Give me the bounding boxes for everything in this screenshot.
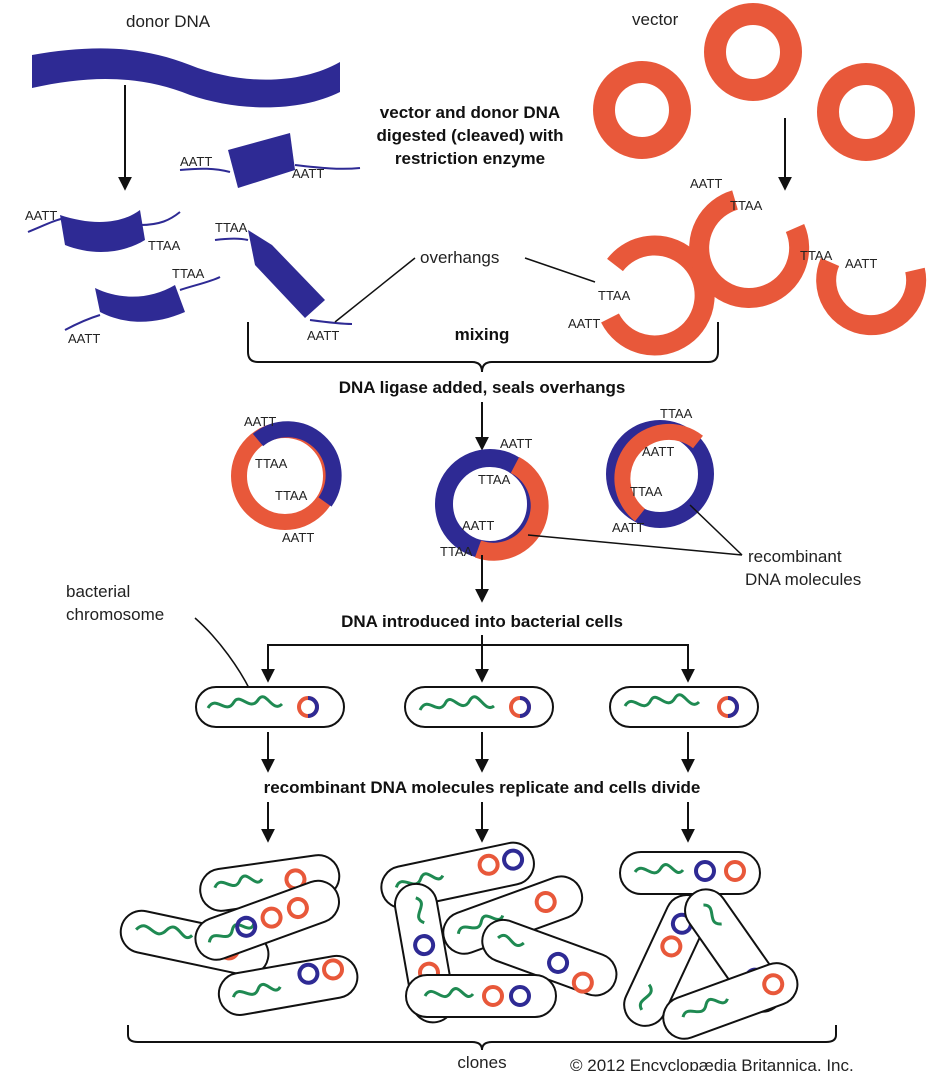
bacterial-label-2: chromosome: [66, 605, 164, 624]
bacterial-cell: [195, 686, 345, 728]
seq-ttaa: TTAA: [172, 266, 205, 281]
seq-aatt: AATT: [500, 436, 532, 451]
copyright-text: © 2012 Encyclopædia Britannica, Inc.: [570, 1056, 854, 1071]
seq-ttaa: TTAA: [148, 238, 181, 253]
seq-ttaa: TTAA: [440, 544, 473, 559]
ligase-label: DNA ligase added, seals overhangs: [339, 378, 626, 397]
seq-ttaa: TTAA: [630, 484, 663, 499]
mixing-label: mixing: [455, 325, 510, 344]
clone-cell: [619, 851, 761, 895]
seq-ttaa: TTAA: [478, 472, 511, 487]
introduced-label: DNA introduced into bacterial cells: [341, 612, 623, 631]
recombinant-label-2: DNA molecules: [745, 570, 861, 589]
seq-ttaa: TTAA: [800, 248, 833, 263]
recombinant-plasmid-right: [606, 420, 714, 528]
recombinant-label-1: recombinant: [748, 547, 842, 566]
bacterial-cell: [404, 686, 554, 728]
seq-aatt: AATT: [568, 316, 600, 331]
split-connector: [267, 644, 689, 668]
seq-aatt: AATT: [25, 208, 57, 223]
seq-ttaa: TTAA: [660, 406, 693, 421]
recombinant-pointer-right: [689, 504, 743, 556]
seq-aatt: AATT: [845, 256, 877, 271]
seq-aatt: AATT: [690, 176, 722, 191]
donor-dna-label: donor DNA: [126, 12, 211, 31]
seq-aatt: AATT: [180, 154, 212, 169]
chromosome-pointer: [194, 617, 251, 691]
clone-cell: [405, 974, 557, 1018]
clone-colonies: [119, 841, 799, 1040]
bacterial-cell: [609, 686, 759, 728]
replicate-label: recombinant DNA molecules replicate and …: [264, 778, 701, 797]
overhangs-pointer-left: [334, 257, 416, 323]
seq-aatt: AATT: [68, 331, 100, 346]
recombinant-pointer-center: [527, 534, 743, 556]
seq-aatt: AATT: [642, 444, 674, 459]
seq-aatt: AATT: [282, 530, 314, 545]
donor-dna-strand: [32, 48, 340, 108]
clone-cell: [194, 879, 340, 961]
vector-plasmids: [593, 3, 915, 161]
bacterial-cells-row: [195, 686, 759, 728]
seq-aatt: AATT: [244, 414, 276, 429]
clone-cell: [217, 954, 359, 1016]
clone-cell: [662, 962, 799, 1040]
seq-aatt: AATT: [292, 166, 324, 181]
clone-cell: [623, 894, 709, 1027]
clones-bracket: [127, 1025, 837, 1051]
seq-aatt: AATT: [307, 328, 339, 343]
seq-ttaa: TTAA: [215, 220, 248, 235]
digest-label-2: digested (cleaved) with: [376, 126, 563, 145]
bacterial-label-1: bacterial: [66, 582, 130, 601]
donor-fragments: AATT AATT AATT TTAA TTAA AATT TTAA AATT: [25, 133, 361, 346]
mixing-bracket: [247, 322, 719, 373]
clones-label: clones: [457, 1053, 506, 1071]
seq-ttaa: TTAA: [255, 456, 288, 471]
seq-ttaa: TTAA: [275, 488, 308, 503]
seq-ttaa: TTAA: [598, 288, 631, 303]
seq-aatt: AATT: [462, 518, 494, 533]
recombinant-plasmid-center: [435, 449, 549, 561]
digest-label-3: restriction enzyme: [395, 149, 545, 168]
seq-aatt: AATT: [612, 520, 644, 535]
overhangs-pointer-right: [524, 257, 596, 283]
seq-ttaa: TTAA: [730, 198, 763, 213]
recombinant-plasmid-left: [231, 421, 342, 530]
cleaved-vectors: [601, 190, 927, 356]
overhangs-label: overhangs: [420, 248, 499, 267]
vector-label: vector: [632, 10, 679, 29]
digest-label-1: vector and donor DNA: [380, 103, 560, 122]
